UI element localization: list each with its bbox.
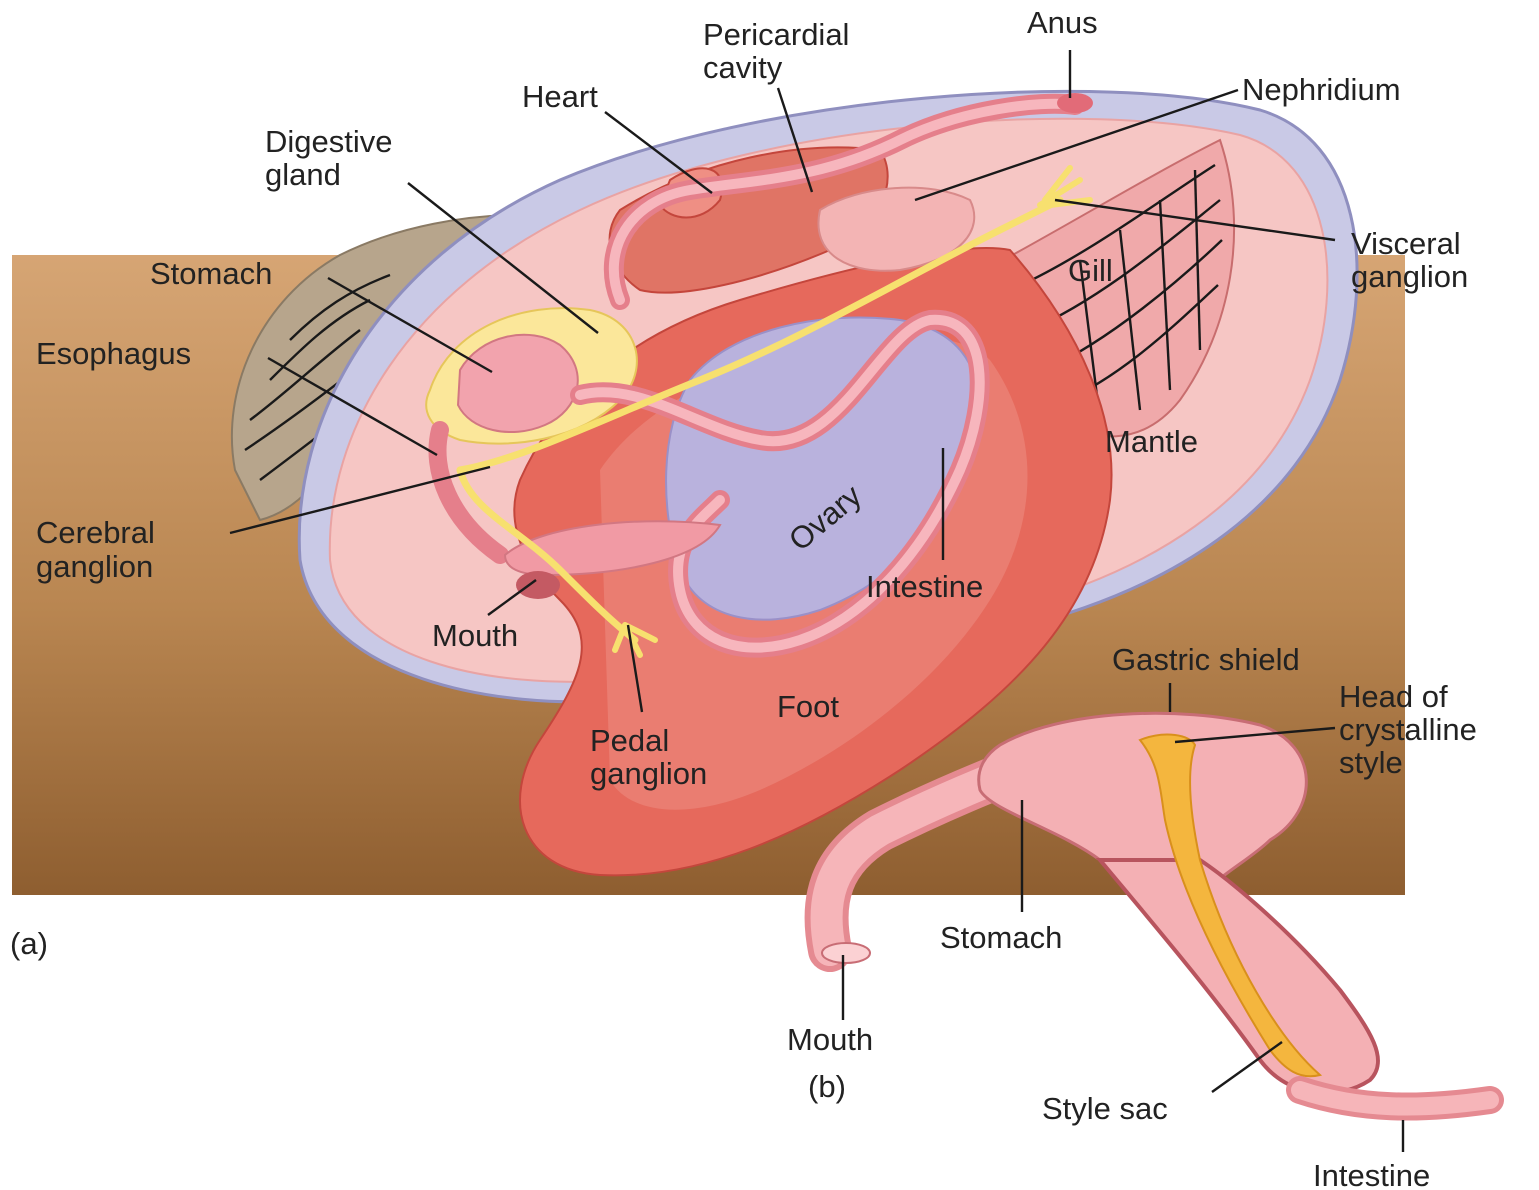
label-stomach-a: Stomach: [150, 256, 272, 291]
anus-shape: [1057, 93, 1093, 113]
label-visceral-ganglion-line1: Visceral: [1351, 226, 1461, 261]
label-foot: Foot: [777, 689, 839, 724]
label-mouth-a: Mouth: [432, 618, 518, 653]
label-head-of-style-line2: crystalline: [1339, 712, 1477, 747]
label-mouth-b: Mouth: [787, 1022, 873, 1057]
label-pedal-ganglion-line1: Pedal: [590, 723, 669, 758]
label-anus: Anus: [1027, 5, 1098, 40]
label-intestine-b: Intestine: [1313, 1158, 1430, 1190]
panel-a-marker: (a): [10, 926, 48, 961]
panel-b-marker: (b): [808, 1069, 846, 1104]
label-intestine-a: Intestine: [866, 569, 983, 604]
label-esophagus: Esophagus: [36, 336, 191, 371]
label-digestive-gland-line2: gland: [265, 157, 341, 192]
label-head-of-style-line3: style: [1339, 745, 1403, 780]
label-pericardial-cavity-line2: cavity: [703, 50, 783, 85]
label-head-of-style-line1: Head of: [1339, 679, 1448, 714]
label-gill: Gill: [1068, 253, 1113, 288]
label-style-sac: Style sac: [1042, 1091, 1168, 1126]
label-stomach-b: Stomach: [940, 920, 1062, 955]
label-gastric-shield: Gastric shield: [1112, 642, 1300, 677]
label-heart: Heart: [522, 79, 598, 114]
label-digestive-gland-line1: Digestive: [265, 124, 393, 159]
label-cerebral-ganglion-line2: ganglion: [36, 549, 153, 584]
label-visceral-ganglion-line2: ganglion: [1351, 259, 1468, 294]
label-pedal-ganglion-line2: ganglion: [590, 756, 707, 791]
label-nephridium: Nephridium: [1242, 72, 1401, 107]
label-cerebral-ganglion-line1: Cerebral: [36, 515, 155, 550]
label-pericardial-cavity-line1: Pericardial: [703, 17, 849, 52]
label-mantle: Mantle: [1105, 424, 1198, 459]
